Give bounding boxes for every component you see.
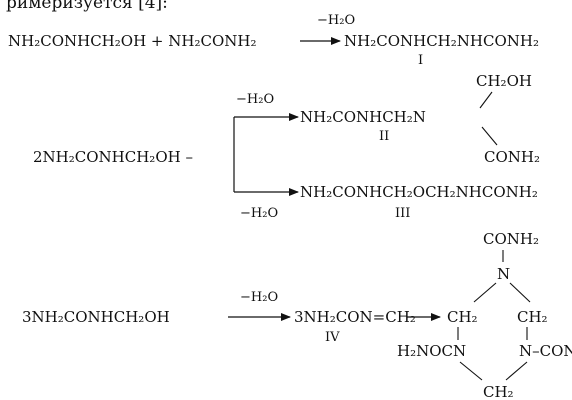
eq3-intermediate-label: IV [325, 330, 340, 345]
ring-top-n: N [497, 265, 510, 283]
equation-1: NH₂CONHCH₂OH + NH₂CONH₂ −H₂O NH₂CONHCH₂N… [8, 13, 539, 68]
eq2-reactant: 2NH₂CONHCH₂OH – [33, 148, 193, 166]
equation-2: 2NH₂CONHCH₂OH – −H₂O NH₂CONHCH₂N CH₂OH C… [33, 72, 540, 221]
eq2-upper-bond-top [479, 91, 493, 109]
ring-right-ch2: CH₂ [517, 308, 548, 326]
equation-3: 3NH₂CONHCH₂OH −H₂O 3NH₂CON=CH₂ IV CONH₂ … [22, 230, 572, 400]
eq2-lower-condition: −H₂O [240, 206, 278, 221]
ring-bottom-ch2: CH₂ [483, 383, 514, 400]
eq2-lower-product: NH₂CONHCH₂OCH₂NHCONH₂ [300, 183, 538, 201]
eq2-upper-top-substituent: CH₂OH [476, 72, 532, 90]
eq1-product: NH₂CONHCH₂NHCONH₂ [344, 32, 539, 50]
eq1-reactants: NH₂CONHCH₂OH + NH₂CONH₂ [8, 32, 256, 50]
eq2-upper-bond-bottom [481, 126, 498, 146]
ring-bond-bottom-right [505, 361, 528, 381]
eq3-reactant: 3NH₂CONHCH₂OH [22, 308, 170, 326]
eq2-upper-condition: −H₂O [236, 92, 274, 107]
eq1-product-label: I [418, 53, 423, 68]
eq2-upper-product: NH₂CONHCH₂N [300, 108, 426, 126]
ring-left-group: H₂NOCN [397, 342, 466, 360]
ring-bond-n-right [509, 282, 531, 303]
eq1-condition: −H₂O [317, 13, 355, 28]
ring-right-group: N–CONH₂ [519, 342, 572, 360]
eq2-upper-label: II [379, 129, 389, 144]
eq2-lower-label: III [395, 206, 410, 221]
ring-bond-bottom-left [459, 361, 483, 381]
eq3-intermediate: 3NH₂CON=CH₂ [294, 308, 416, 326]
ring-bond-n-left [473, 282, 497, 303]
eq3-condition: −H₂O [240, 290, 278, 305]
header-fragment: римеризуется [4]: [6, 0, 168, 13]
triazine-ring: CONH₂ N CH₂ CH₂ H₂NOCN N–CONH₂ CH₂ [397, 230, 572, 400]
eq2-upper-bottom-substituent: CONH₂ [484, 148, 540, 166]
ring-top-substituent: CONH₂ [483, 230, 539, 248]
ring-left-ch2: CH₂ [447, 308, 478, 326]
